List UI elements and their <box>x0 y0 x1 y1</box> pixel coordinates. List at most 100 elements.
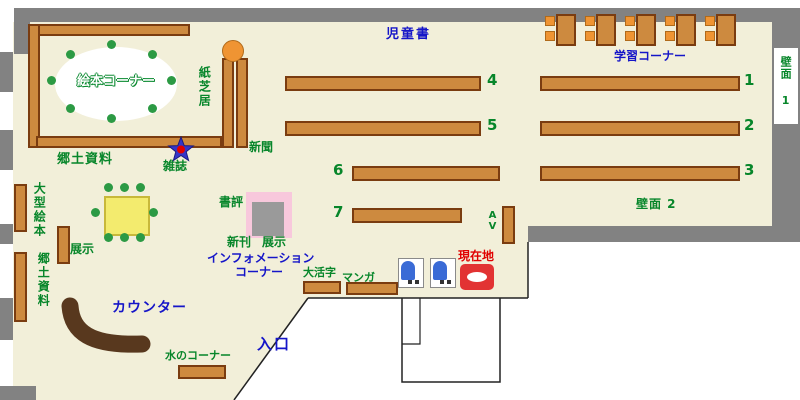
study-desk <box>676 14 696 46</box>
shelf <box>178 365 226 379</box>
stool-dot <box>66 104 75 113</box>
shelf <box>222 58 234 148</box>
wall-left-segment <box>0 130 13 170</box>
local-materials-upper-label: 郷土資料 <box>57 152 114 167</box>
current-location-label: 現在地 <box>458 249 495 263</box>
study-chair <box>625 31 635 41</box>
large-print-label: 大活字 <box>303 266 336 279</box>
shelf-number-6: 6 <box>333 161 344 179</box>
shelf-number-3: 3 <box>744 161 755 179</box>
wall-left-segment <box>0 52 13 92</box>
vestibule-outline <box>401 298 501 383</box>
kamishibai-label: 紙芝居 <box>197 66 212 108</box>
study-chair <box>545 31 555 41</box>
stool-dot <box>107 114 116 123</box>
information-corner-label-line2: コーナー <box>234 265 283 279</box>
study-desk <box>716 14 736 46</box>
counter-label: カウンター <box>112 300 187 316</box>
wall-face-1-label: 壁面 1 <box>779 56 793 108</box>
entrance-label: 入口 <box>257 335 292 353</box>
shelf-row-2 <box>540 121 740 136</box>
water-corner-label: 水のコーナー <box>165 349 231 362</box>
shelf-number-2: 2 <box>744 116 755 134</box>
shelf-row-5 <box>285 121 481 136</box>
stool-dot <box>66 50 75 59</box>
information-corner-label-line1: インフォメーション <box>207 251 315 265</box>
study-chair <box>585 16 595 26</box>
av-label: AV <box>487 210 498 232</box>
shelf-row-3 <box>540 166 740 181</box>
kiosk-seat <box>433 261 447 280</box>
stool-dot <box>120 183 129 192</box>
children-books-label: 児童書 <box>386 27 432 42</box>
stool-dot <box>120 233 129 242</box>
wall-bottom-right <box>528 226 772 242</box>
kiosk-seat <box>401 261 415 280</box>
book-review-label: 書評 <box>219 195 244 209</box>
shelf-row-6 <box>352 166 500 181</box>
round-table <box>222 40 244 62</box>
shelf-number-7: 7 <box>333 203 344 221</box>
wall-bottom-left-corner <box>0 386 36 400</box>
exhibit-stand-inner <box>252 202 284 236</box>
stool-dot <box>104 233 113 242</box>
reading-table <box>104 196 150 236</box>
shelf <box>303 281 341 294</box>
shelf <box>346 282 398 295</box>
large-picture-books-label: 大型絵本 <box>32 182 47 238</box>
kiosk-base-dot <box>415 280 419 284</box>
shelf-row-7 <box>352 208 462 223</box>
stool-dot <box>149 208 158 217</box>
shelf <box>36 136 222 148</box>
magazine-label: 雑誌 <box>163 159 188 173</box>
stool-dot <box>107 40 116 49</box>
wall-right <box>772 8 800 242</box>
wall-left-segment <box>0 224 13 244</box>
picture-book-corner-label: 絵本コーナー <box>76 74 155 89</box>
wall-left-segment <box>0 298 13 340</box>
stool-dot <box>148 104 157 113</box>
current-location-icon-inner <box>467 272 487 282</box>
study-chair <box>665 16 675 26</box>
shelf-number-1: 1 <box>744 71 755 89</box>
exhibit-center-label: 展示 <box>262 235 287 249</box>
study-chair <box>585 31 595 41</box>
shelf-row-1 <box>540 76 740 91</box>
local-materials-lower-label: 郷土資料 <box>36 252 51 308</box>
study-chair <box>545 16 555 26</box>
shelf <box>36 24 190 36</box>
shelf <box>57 226 70 264</box>
study-desk <box>556 14 576 46</box>
study-desk <box>596 14 616 46</box>
wall-face-1-panel <box>774 48 798 124</box>
stool-dot <box>47 76 56 85</box>
wall-top <box>28 8 772 22</box>
stool-dot <box>167 76 176 85</box>
study-chair <box>625 16 635 26</box>
study-chair <box>705 31 715 41</box>
shelf-number-4: 4 <box>487 71 498 89</box>
current-location-icon <box>460 264 494 290</box>
kiosk-base-dot <box>447 280 451 284</box>
stool-dot <box>148 50 157 59</box>
stool-dot <box>136 183 145 192</box>
shelf <box>14 252 27 322</box>
stool-dot <box>136 233 145 242</box>
study-chair <box>665 31 675 41</box>
kiosk-icon <box>398 258 424 288</box>
shelf <box>28 24 40 148</box>
stool-dot <box>91 208 100 217</box>
shelf <box>14 184 27 232</box>
wall-top-left <box>14 8 30 54</box>
shelf-number-5: 5 <box>487 116 498 134</box>
stool-dot <box>104 183 113 192</box>
exhibit-left-label: 展示 <box>70 242 95 256</box>
manga-label: マンガ <box>342 271 375 284</box>
kiosk-icon <box>430 258 456 288</box>
shelf <box>236 58 248 148</box>
newspaper-label: 新聞 <box>249 140 274 154</box>
new-arrivals-label: 新刊 <box>227 235 252 249</box>
av-shelf <box>502 206 515 244</box>
shelf-row-4 <box>285 76 481 91</box>
